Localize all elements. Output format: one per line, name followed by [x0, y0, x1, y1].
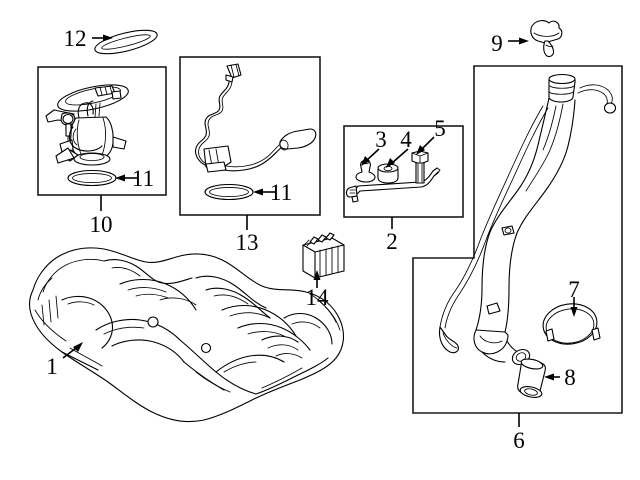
part-10-fuel-pump-module-drawing — [45, 84, 129, 166]
part-11-lock-ring-seal-right — [204, 183, 254, 201]
part-6-filler-pipe-drawing — [438, 73, 617, 366]
part-2-strap-assembly-drawing — [345, 150, 441, 203]
part-9-fuel-filler-cap — [530, 20, 563, 58]
callout-number-6: 6 — [513, 428, 525, 453]
callout-number-10: 10 — [90, 212, 113, 237]
part-11-lock-ring-seal-left — [67, 169, 117, 187]
part-1-fuel-tank-drawing — [28, 247, 345, 423]
part-5-strap-bolt — [411, 150, 429, 184]
callout-numbers: 1 2 3 4 5 6 7 8 9 10 11 11 12 13 14 — [46, 26, 580, 453]
callout-number-1: 1 — [46, 354, 58, 379]
callout-number-14: 14 — [306, 285, 330, 310]
part-12-tank-seal-gasket — [94, 29, 158, 55]
part-13-fuel-level-sender-drawing — [195, 63, 317, 173]
callout-number-5: 5 — [434, 116, 446, 141]
panel-boxes — [37, 56, 623, 414]
part-8-filler-hose-sleeve — [517, 358, 546, 398]
callout-number-9: 9 — [491, 31, 503, 56]
part-7-hose-clamp — [542, 303, 601, 345]
callout-number-11-left: 11 — [132, 166, 154, 191]
callout-leaders — [62, 34, 578, 427]
callout-number-2: 2 — [386, 229, 398, 254]
callout-number-7: 7 — [568, 277, 580, 302]
callout-number-12: 12 — [64, 26, 87, 51]
callout-number-11-right: 11 — [270, 180, 292, 205]
callout-number-8: 8 — [564, 365, 576, 390]
part-14-fuel-pump-control-module-drawing — [302, 232, 345, 279]
callout-number-13: 13 — [236, 230, 259, 255]
callout-number-3: 3 — [375, 127, 387, 152]
callout-number-4: 4 — [400, 127, 412, 152]
part-4-strap-bushing — [377, 163, 399, 184]
